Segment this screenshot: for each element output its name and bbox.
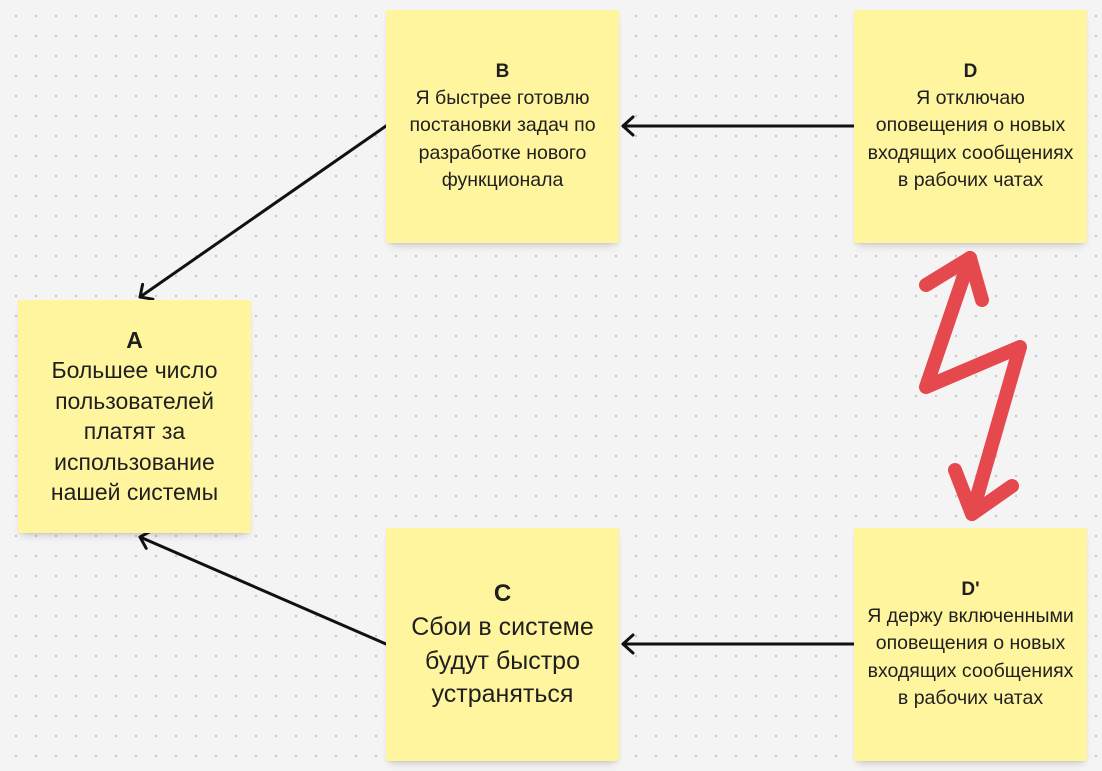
note-b-text: Я быстрее готовлю постановки задач по ра… [409,86,596,192]
arrow-d-prime-to-c[interactable] [621,633,856,655]
arrow-b-to-a[interactable] [138,124,388,301]
note-c-text: Сбои в системе будут быстро устраняться [411,613,594,709]
note-a-text: Большее число пользователей платят за ис… [50,357,219,506]
sticky-note-b[interactable]: B Я быстрее готовлю постановки задач по … [386,10,619,243]
sticky-note-d[interactable]: D Я отключаю оповещения о новых входящих… [854,10,1087,243]
note-c-title: C [493,580,512,608]
conflict-lightning-icon[interactable] [919,251,1027,521]
note-d-title: D [963,60,978,82]
sticky-note-a[interactable]: A Большее число пользователей платят за … [18,300,251,533]
sticky-note-d-prime[interactable]: D' Я держу включенными оповещения о новы… [854,528,1087,761]
sticky-note-c[interactable]: C Сбои в системе будут быстро устранятьс… [386,528,619,761]
note-b-title: B [495,60,510,82]
note-d-text: Я отключаю оповещения о новых входящих с… [867,86,1074,192]
arrow-d-to-b[interactable] [621,115,856,137]
note-a-title: A [126,327,143,354]
note-d-prime-title: D' [961,578,980,600]
note-d-prime-text: Я держу включенными оповещения о новых в… [867,604,1074,710]
arrow-c-to-a[interactable] [138,529,388,646]
